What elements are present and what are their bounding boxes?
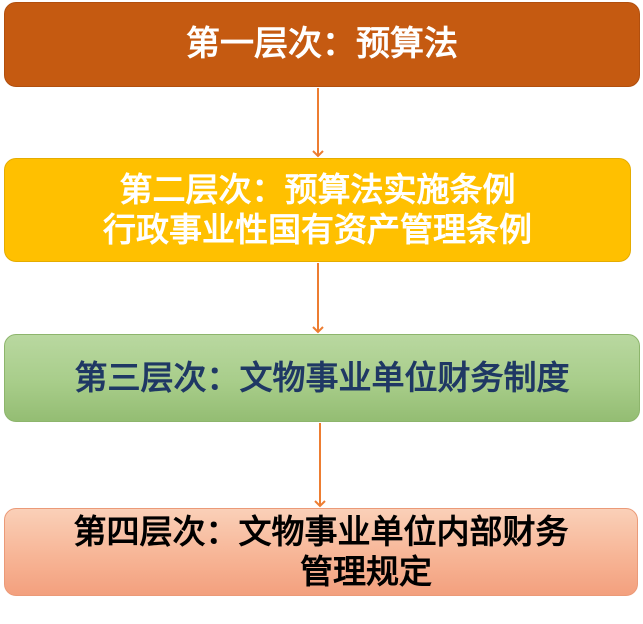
level-3-label: 第三层次：文物事业单位财务制度 xyxy=(74,357,570,397)
level-2-box: 第二层次：预算法实施条例 行政事业性国有资产管理条例 xyxy=(4,158,631,262)
level-1-box: 第一层次：预算法 xyxy=(4,2,640,87)
level-1-label: 第一层次：预算法 xyxy=(186,23,458,64)
level-2-label-line-2: 行政事业性国有资产管理条例 xyxy=(103,210,532,249)
level-4-box: 第四层次：文物事业单位内部财务 管理规定 xyxy=(4,508,638,596)
level-3-box: 第三层次：文物事业单位财务制度 xyxy=(4,334,640,422)
level-4-label-line-1: 第四层次：文物事业单位内部财务 xyxy=(73,511,569,551)
level-2-label-line-1: 第二层次：预算法实施条例 xyxy=(119,169,516,209)
level-4-label-line-2: 管理规定 xyxy=(300,552,432,591)
